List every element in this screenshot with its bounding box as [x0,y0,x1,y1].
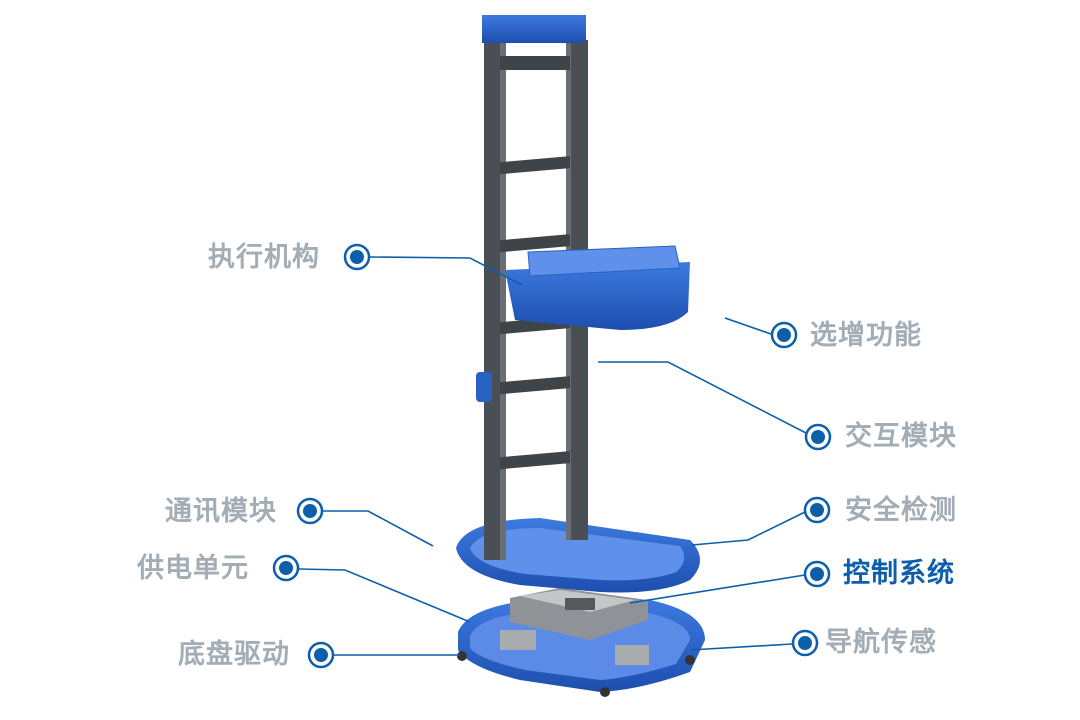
label-optional-functions: 选增功能 [810,320,922,351]
label-communication-module: 通讯模块 [165,496,277,527]
control-box [510,588,648,640]
label-power-unit: 供电单元 [137,553,249,584]
label-navigation-sensing: 导航传感 [825,627,937,658]
actuator-basket [505,245,690,330]
lower-tray [456,518,700,593]
callout-lines [298,256,807,656]
label-interaction-module: 交互模块 [845,421,957,452]
label-safety-detection: 安全检测 [845,495,957,526]
callout-markers [272,243,832,669]
label-chassis-drive: 底盘驱动 [178,639,290,670]
label-actuator: 执行机构 [208,242,320,273]
label-control-system: 控制系统 [843,558,955,589]
